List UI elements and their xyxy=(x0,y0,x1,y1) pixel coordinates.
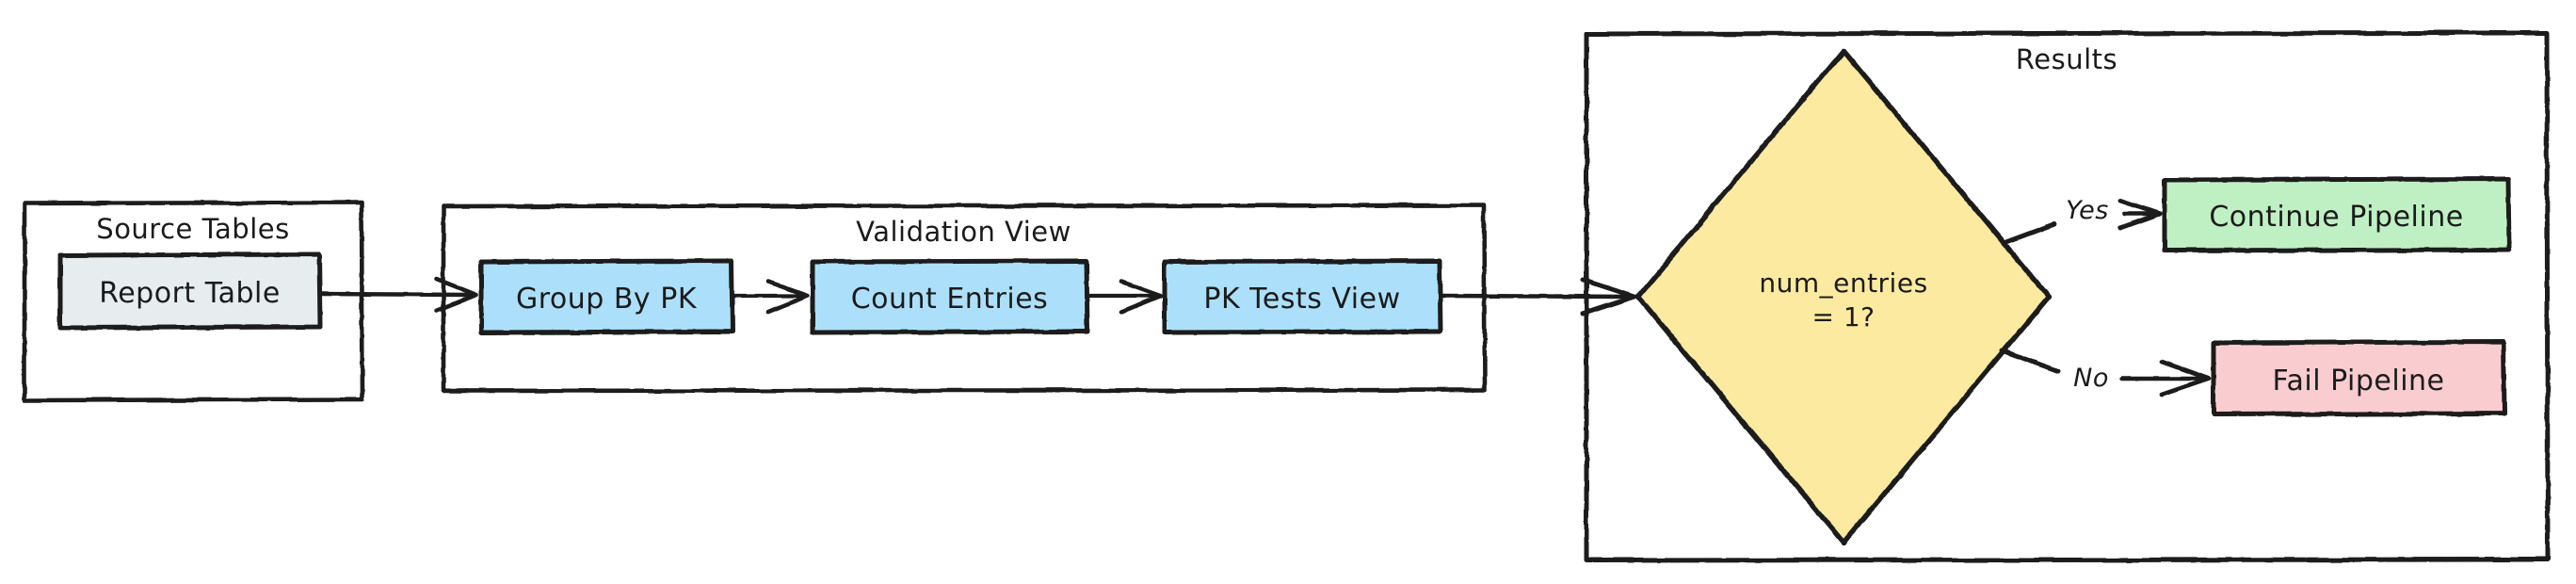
node-continue-pipeline[interactable] xyxy=(2162,176,2512,253)
arrowhead-icon xyxy=(2159,359,2212,397)
node-num-entries-decision[interactable] xyxy=(1635,48,2052,545)
arrowhead-icon xyxy=(765,279,811,315)
node-report-table[interactable] xyxy=(57,251,323,331)
pk-tests-view-shape xyxy=(1162,258,1443,335)
results-border xyxy=(1584,30,2551,563)
edge-pk-tests-view-to-decision xyxy=(1440,277,1637,316)
report-table-shape xyxy=(57,251,323,331)
group-by-pk-shape xyxy=(478,258,735,335)
fail-pipeline-shape xyxy=(2211,339,2507,417)
arrowhead-icon xyxy=(2117,198,2163,231)
arrowhead-icon xyxy=(1119,279,1164,315)
arrowhead-icon xyxy=(433,276,479,314)
node-fail-pipeline[interactable] xyxy=(2211,339,2507,417)
group-results xyxy=(1584,30,2551,563)
edge-decision-to-continue-pipeline xyxy=(2001,198,2163,246)
count-entries-shape xyxy=(810,258,1090,335)
node-group-by-pk[interactable] xyxy=(478,258,735,335)
node-pk-tests-view[interactable] xyxy=(1162,258,1443,335)
edge-decision-to-fail-pipeline xyxy=(1999,348,2212,397)
validation-view-border xyxy=(441,203,1488,394)
decision-diamond-shape xyxy=(1635,48,2052,545)
edge-group-by-pk-to-count-entries xyxy=(732,279,811,315)
arrowhead-icon xyxy=(1580,277,1637,316)
group-validation-view xyxy=(441,203,1488,394)
continue-pipeline-shape xyxy=(2162,176,2512,253)
node-count-entries[interactable] xyxy=(810,258,1090,335)
source-tables-border xyxy=(22,200,365,403)
edge-report-table-to-group-by-pk xyxy=(318,276,479,314)
edge-count-entries-to-pk-tests-view xyxy=(1087,279,1164,315)
group-source-tables xyxy=(22,200,365,403)
